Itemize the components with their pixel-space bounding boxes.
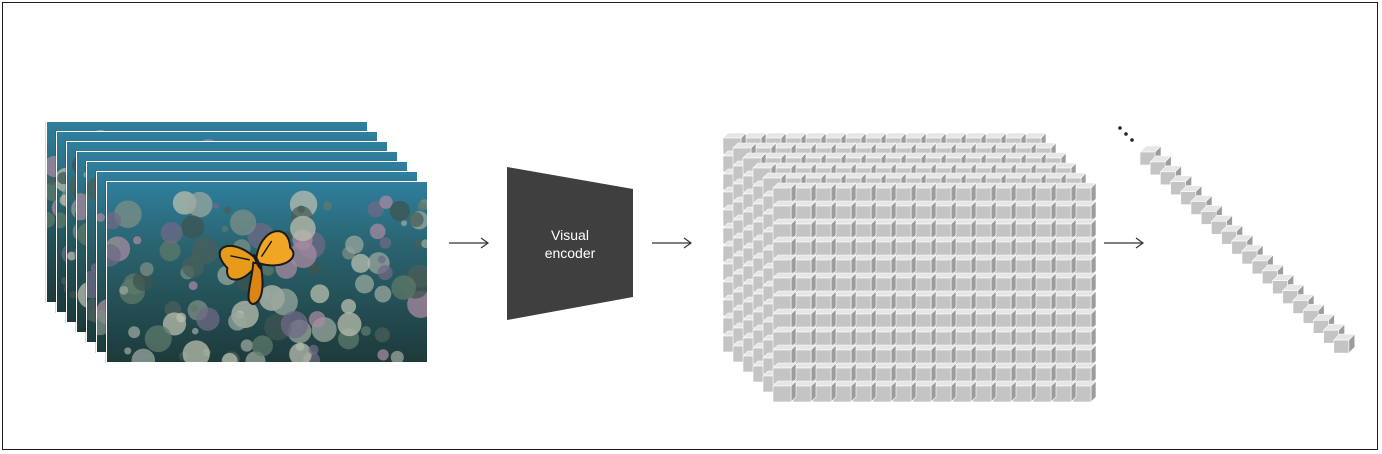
ellipsis-dot — [1124, 132, 1128, 136]
video-frame-front — [106, 181, 428, 363]
encoder-label-line2: encoder — [544, 245, 596, 261]
arrow-encoder-to-tensor — [651, 236, 693, 250]
encoder-label-line1: Visual — [551, 227, 589, 243]
token-cube — [1261, 264, 1285, 285]
encoder-trapezoid — [507, 167, 633, 320]
ellipsis-dot — [1130, 138, 1134, 142]
ellipsis-dot — [1118, 126, 1122, 130]
arrow-tensor-to-tokens — [1103, 236, 1145, 250]
visual-encoder-block — [507, 167, 633, 320]
token-cube — [1220, 224, 1244, 245]
encoder-label: Visual encoder — [505, 226, 635, 262]
tensor-cube-face — [772, 385, 792, 403]
arrow-frames-to-encoder — [448, 236, 490, 250]
token-cube — [1333, 333, 1356, 354]
